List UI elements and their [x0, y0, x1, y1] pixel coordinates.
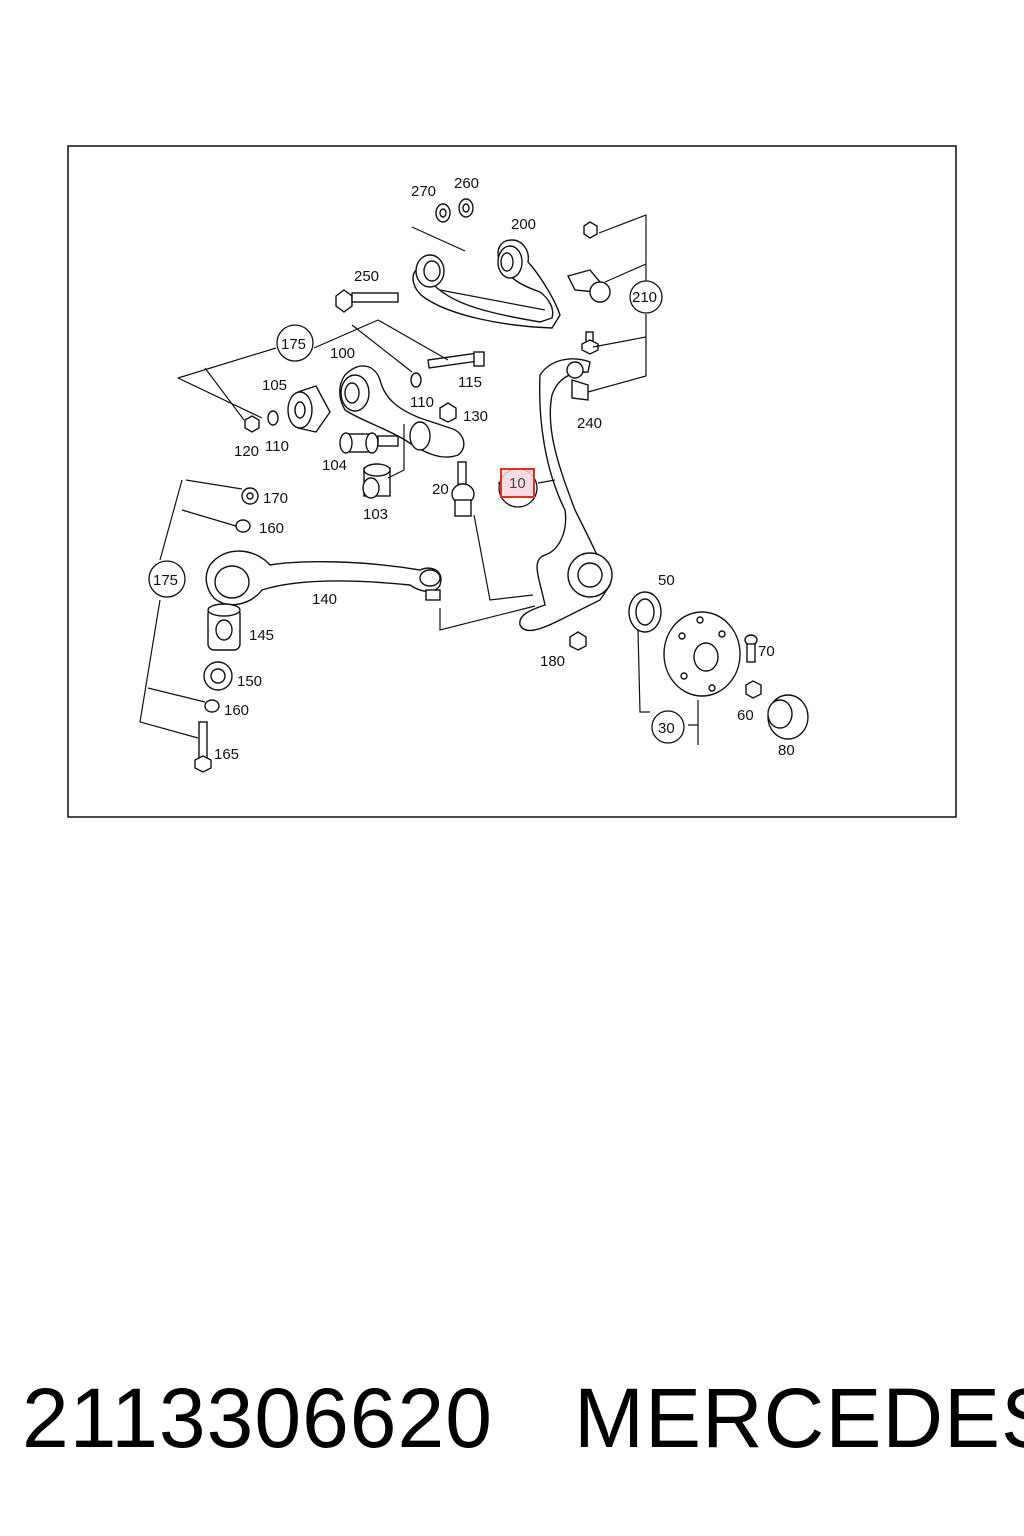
highlight-box-10 — [500, 468, 535, 498]
callout-175-upper: 175 — [281, 336, 306, 353]
callout-103: 103 — [363, 506, 388, 523]
callout-210: 210 — [632, 289, 657, 306]
callout-175-lower: 175 — [153, 572, 178, 589]
washer-160-lower — [204, 699, 220, 713]
callout-140: 140 — [312, 591, 337, 608]
bushing-104 — [339, 432, 399, 454]
callout-145: 145 — [249, 627, 274, 644]
nut-130 — [439, 402, 457, 423]
callout-circle-175-upper — [276, 324, 314, 362]
callout-20: 20 — [432, 481, 449, 498]
callout-30: 30 — [658, 720, 675, 737]
callout-120: 120 — [234, 443, 259, 460]
seal-50 — [628, 591, 662, 633]
callout-80: 80 — [778, 742, 795, 759]
callout-150: 150 — [237, 673, 262, 690]
callout-105: 105 — [262, 377, 287, 394]
washer-110-right — [410, 372, 422, 388]
bushing-145 — [207, 603, 241, 651]
callout-110-upper: 110 — [410, 394, 434, 411]
part-number: 2113306620 — [22, 1371, 493, 1465]
bolt-250 — [335, 289, 399, 313]
callout-260: 260 — [454, 175, 479, 192]
callout-160-lower: 160 — [224, 702, 249, 719]
callout-170: 170 — [263, 490, 288, 507]
upper-control-arm — [412, 239, 561, 329]
bolt-115 — [427, 351, 485, 369]
callout-115: 115 — [458, 374, 482, 391]
callout-50: 50 — [658, 572, 675, 589]
callout-10: 10 — [509, 475, 526, 492]
ball-joint-210 — [566, 221, 611, 355]
callout-250: 250 — [354, 268, 379, 285]
callout-circle-30 — [651, 710, 685, 744]
bushing-260 — [458, 198, 474, 218]
callout-104: 104 — [322, 457, 347, 474]
lower-link-100 — [339, 365, 465, 458]
diagram-frame — [67, 145, 957, 818]
suspension-exploded-diagram: 270 260 200 250 210 175 100 105 115 110 … — [67, 145, 957, 818]
callout-circle-210 — [629, 280, 663, 314]
footer: 2113306620 MERCEDES — [0, 1368, 1024, 1468]
leader-lines — [139, 214, 699, 745]
bolt-165 — [194, 721, 212, 773]
steering-knuckle — [519, 358, 613, 651]
brand-name: MERCEDES — [574, 1371, 1024, 1465]
callout-240: 240 — [577, 415, 602, 432]
callout-70: 70 — [758, 643, 775, 660]
callout-110-lower: 110 — [265, 438, 289, 455]
bushing-103 — [362, 463, 391, 499]
callout-circle-175-lower — [148, 560, 186, 598]
callout-165: 165 — [214, 746, 239, 763]
callout-270: 270 — [411, 183, 436, 200]
nut-170 — [241, 487, 259, 505]
callout-130: 130 — [463, 408, 488, 425]
wheel-hub-30 — [663, 611, 741, 697]
nut-120 — [244, 415, 260, 433]
bushing-150 — [203, 661, 233, 691]
bushing-105 — [287, 385, 331, 433]
callout-labels: 270 260 200 250 210 175 100 105 115 110 … — [153, 175, 795, 763]
callout-180: 180 — [540, 653, 565, 670]
callout-160-upper: 160 — [259, 520, 284, 537]
bolt-70 — [744, 634, 758, 663]
washer-160-upper — [235, 519, 251, 533]
nut-60 — [745, 680, 762, 699]
callout-100: 100 — [330, 345, 355, 362]
callout-60: 60 — [737, 707, 754, 724]
washer-270 — [435, 203, 451, 223]
callout-200: 200 — [511, 216, 536, 233]
ball-joint-20 — [451, 461, 475, 517]
cap-80 — [767, 694, 809, 740]
washer-110-left — [267, 410, 279, 426]
